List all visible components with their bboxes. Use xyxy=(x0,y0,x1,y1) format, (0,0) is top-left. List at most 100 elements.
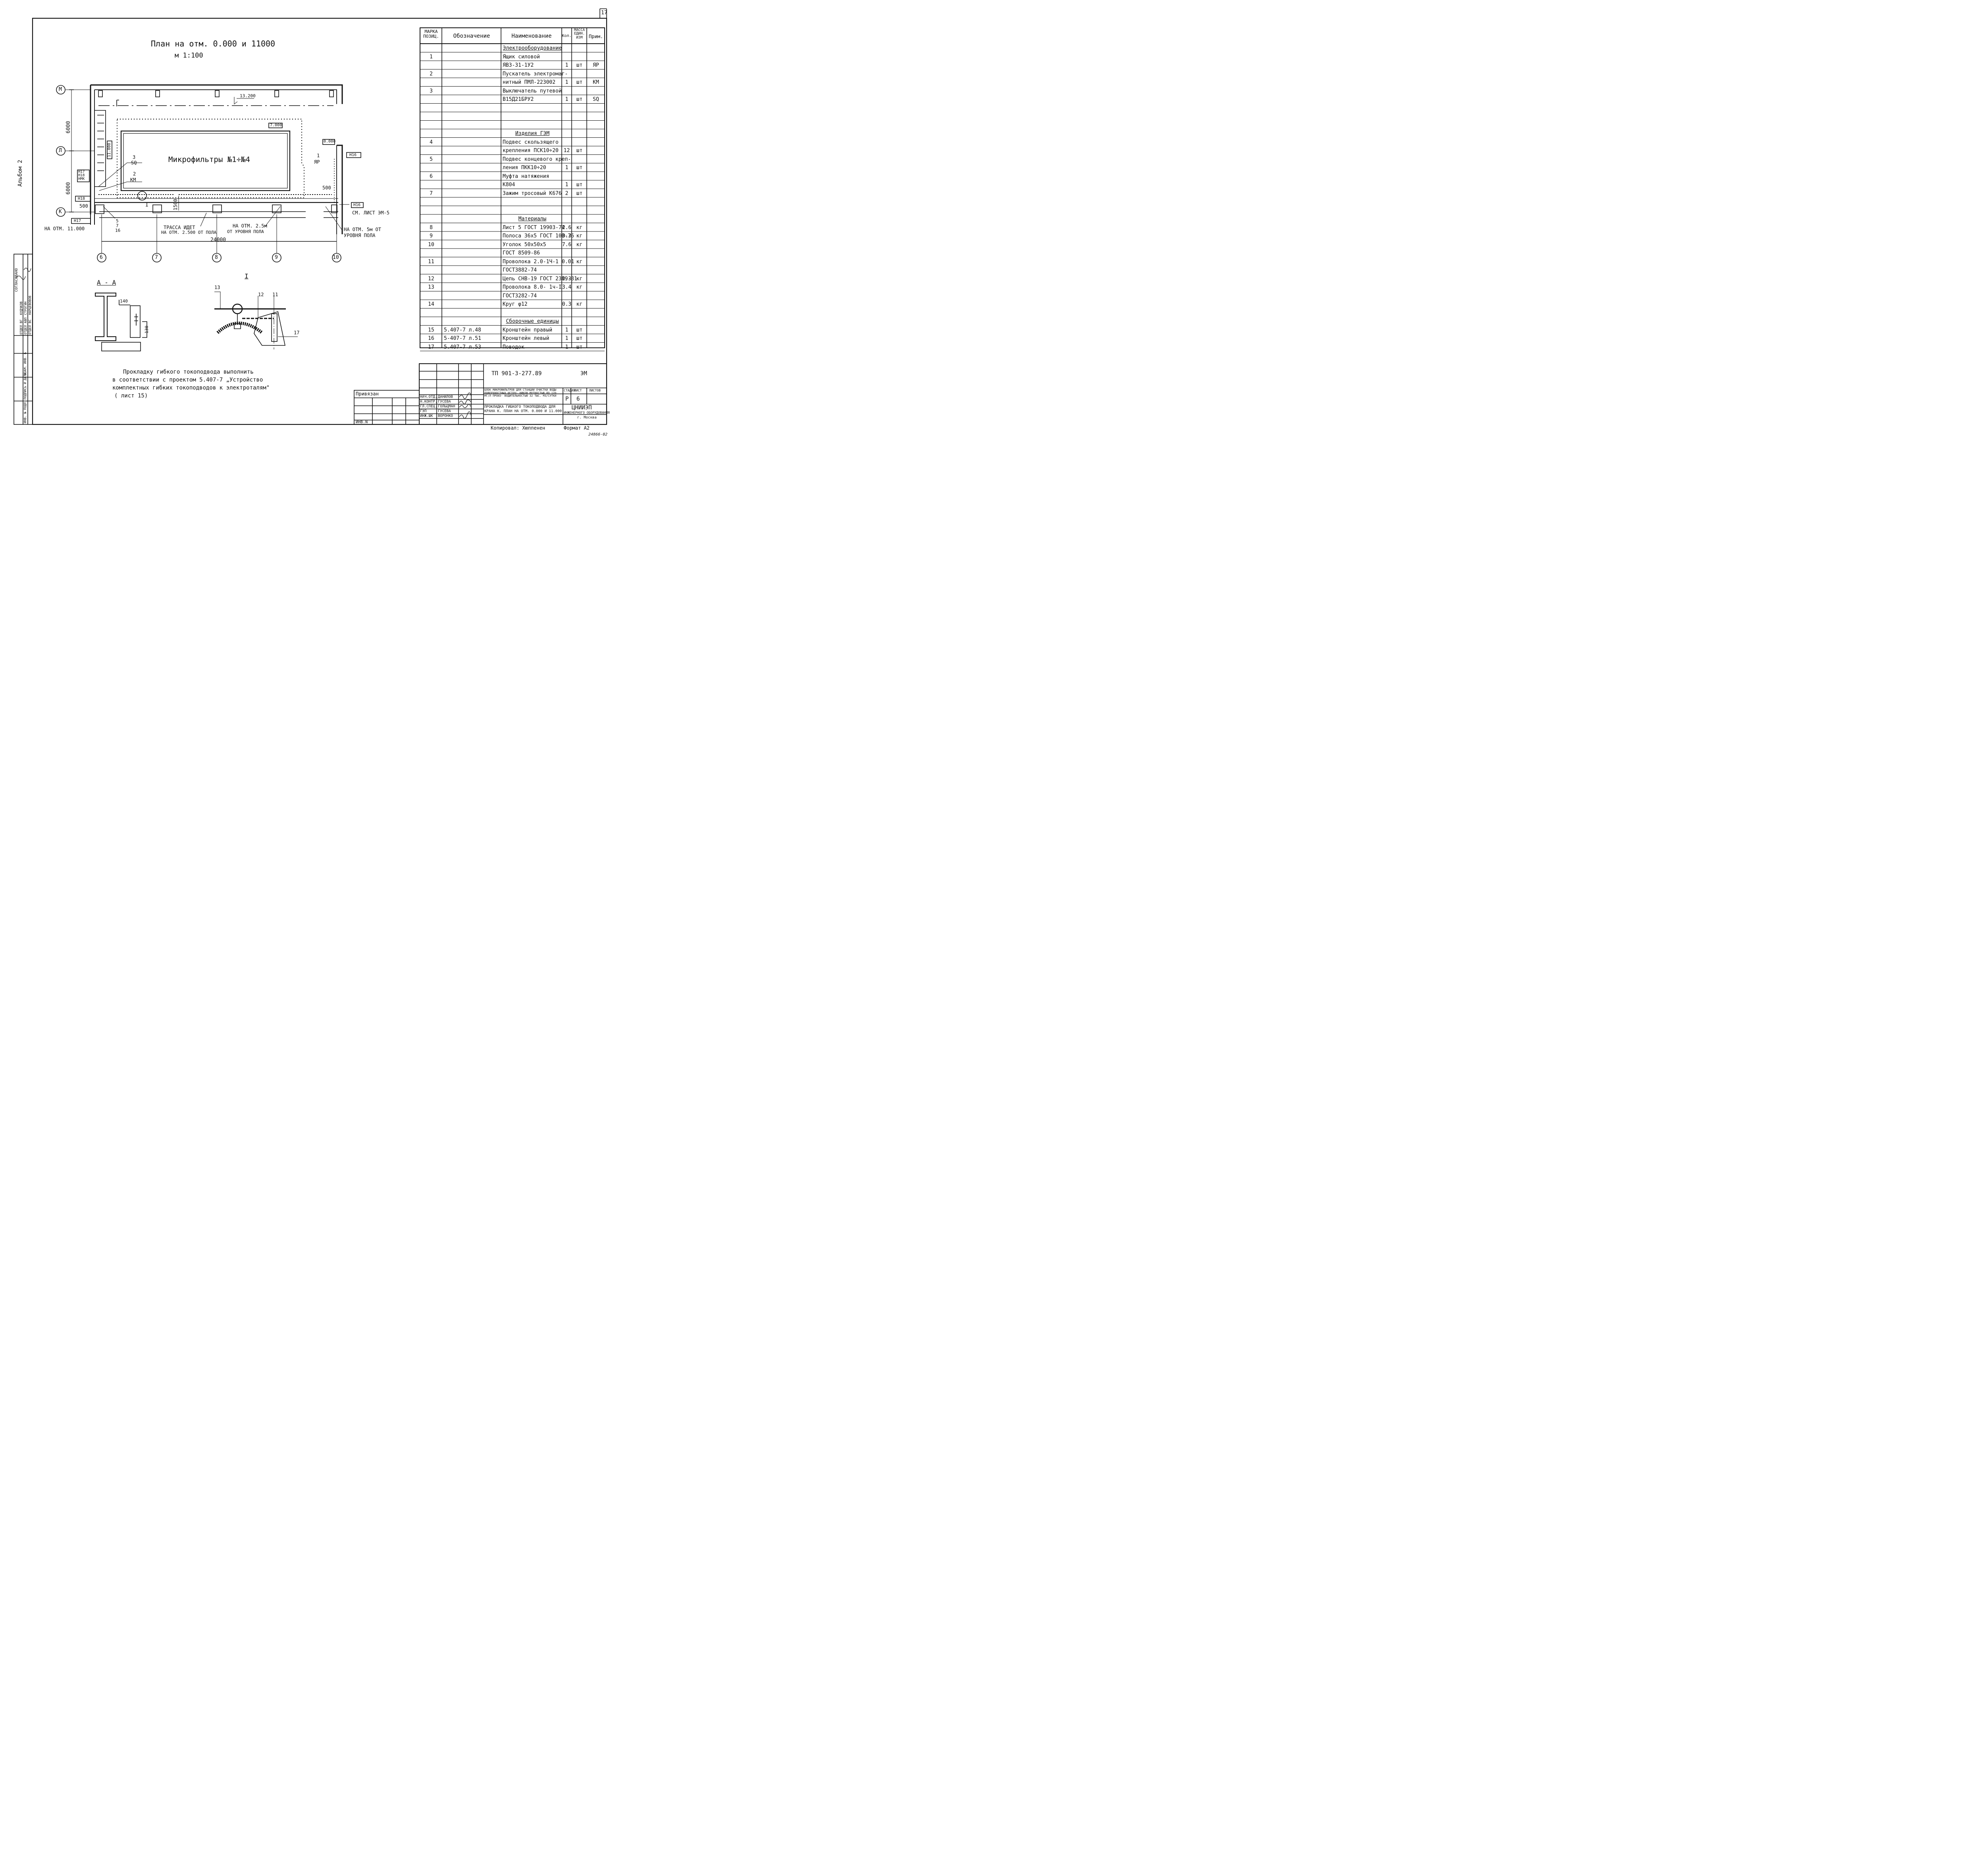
note-5-1: НА ОТМ. 5м ОТ xyxy=(344,227,381,232)
spec-cell-pos: 10 xyxy=(428,241,434,248)
stamp-mark: ЭМ xyxy=(580,370,587,377)
stamp-org-2: ИНЖЕНЕРНОГО ОБОРУДОВАНИЯ xyxy=(564,411,610,415)
spec-cell-qty: 0.01 xyxy=(562,258,574,265)
spec-cell-name: Сборочные единицы xyxy=(506,318,559,324)
spec-cell-qty: 1 xyxy=(565,182,569,188)
axis-l: Л xyxy=(59,148,62,154)
header-mass: МАССА ЕДИН. ИЗМ xyxy=(574,28,585,40)
spec-cell-pos: 7 xyxy=(430,190,433,197)
header-name: Наименование xyxy=(511,33,552,39)
spec-cell-name: Круг φ12 xyxy=(503,301,528,307)
spec-cell-qty: 1 xyxy=(565,79,569,85)
spec-cell-qty: 3.4 xyxy=(562,284,572,290)
callout-7: 7 xyxy=(116,223,119,228)
level-0000: 0.000 xyxy=(324,139,336,144)
spec-cell-qty: 12 xyxy=(563,148,570,154)
spec-cell-unit: кг xyxy=(576,276,583,282)
dim-6000-top: 6000 xyxy=(66,121,71,133)
spec-cell-name: крепления ПСК10÷20 xyxy=(503,148,559,154)
spec-cell-unit: шт xyxy=(576,182,583,188)
spec-cell-pos: 13 xyxy=(428,284,434,290)
drawing-sheet xyxy=(13,8,607,425)
spec-cell-qty: 1 xyxy=(565,96,569,102)
stamp-role-name: ДАНИЛОВ xyxy=(438,395,453,399)
approval-block: СОГЛАСОВАНО ОТДЕЛ ВГ КУДЧКОВ ОТДЕЛ АВП С… xyxy=(14,240,33,335)
stamp-sheet-title: ПРОКЛАДКА ГИБКОГО ТОКОПОДВОДА ДЛЯ КРАНА … xyxy=(484,405,562,413)
specification-table: МАРКА ПОЗИЦ. Обозначение Наименование Ко… xyxy=(420,28,605,350)
spec-cell-name: Электрооборудование xyxy=(503,45,562,51)
dim-500-right: 500 xyxy=(322,185,331,191)
stamp-org-1: ЦНИИЭП xyxy=(572,405,592,411)
spec-cell-unit: шт xyxy=(576,148,583,154)
detail-label-17: 17 xyxy=(294,330,300,335)
spec-cell-qty: 1 xyxy=(565,327,569,333)
spec-cell-name: Проволока 2.0-1Ч-1 xyxy=(503,258,559,265)
stamp-block-title: БЛОК МИКРОФИЛЬТРОВ ДЛЯ СТАНЦИИ ОЧИСТКИ В… xyxy=(484,388,557,398)
axis-7: 7 xyxy=(155,255,158,260)
spec-cell-name: Зажим тросовый К676 xyxy=(503,190,562,197)
spec-cell-name: Цепь СНВ-19 ГОСТ 2319-81 xyxy=(503,276,577,282)
spec-cell-note: ЯР xyxy=(593,62,599,68)
callout-h18: Н18 xyxy=(78,174,85,177)
stamp-inv: ИНВ.N xyxy=(356,420,368,424)
callout-h16a: Н16 xyxy=(349,153,357,157)
spec-cell-name: Кронштейн правый xyxy=(503,327,553,333)
spec-cell-pos: 14 xyxy=(428,301,434,307)
note-5-2: УРОВНЯ ПОЛА xyxy=(344,233,376,238)
spec-cell-name: Изделия ГЭМ xyxy=(515,131,550,137)
spec-cell-name: Подвес концевого креп- xyxy=(503,156,571,162)
detail-label-11: 11 xyxy=(272,292,278,297)
spec-cell-name: В15Д21БРУ2 xyxy=(503,96,534,102)
axis-k: К xyxy=(59,209,62,215)
spec-cell-qty: 2 xyxy=(565,190,569,197)
spec-cell-name: Ящик силовой xyxy=(503,54,540,60)
callout-16: 16 xyxy=(115,228,121,233)
axis-10: 10 xyxy=(333,255,339,260)
callout-1-code: ЯР xyxy=(314,159,320,165)
stamp-format: Формат А2 xyxy=(564,425,590,431)
spec-cell-unit: шт xyxy=(576,327,583,333)
spec-cell-unit: шт xyxy=(576,62,583,68)
callout-1-num: 1 xyxy=(317,153,320,158)
plan-scale: м 1:100 xyxy=(175,52,203,60)
note-line-2: в соответствии с проектом 5.407-7 „Устро… xyxy=(112,377,263,383)
level-7000: 7.000 xyxy=(270,123,282,127)
stamp-list-header: ЛИСТ xyxy=(574,389,582,392)
note-25-2: ОТ УРОВНЯ ПОЛА xyxy=(227,229,264,234)
spec-cell-pos: 3 xyxy=(430,88,433,94)
spec-cell-name: ления ПКК10÷20 xyxy=(503,165,546,171)
note-at-11000: НА ОТМ. 11.000 xyxy=(44,226,85,231)
callout-5: 5 xyxy=(116,218,119,224)
spec-cell-qty: 2.6 xyxy=(562,224,572,231)
approval-name-2: СТРОГИН xyxy=(24,301,27,315)
stamp-org-3: г. Москва xyxy=(577,416,597,420)
spec-cell-name: ГОСТ 8509-86 xyxy=(503,250,540,256)
spec-cell-qty: 0.3 xyxy=(562,276,572,282)
spec-cell-name: Материалы xyxy=(518,216,547,222)
spec-cell-name: Кронштейн левый xyxy=(503,335,549,341)
stamp-code: ТП 901-3-277.89 xyxy=(491,370,542,377)
spec-cell-qty: 1 xyxy=(565,165,569,171)
stamp-role: ИНЖ.ШК xyxy=(420,414,433,418)
spec-cell-name: Пускатель электромаг- xyxy=(503,71,568,77)
note-line-3: комплектных гибких токоподводов к электр… xyxy=(112,385,270,391)
spec-cell-pos: 16 xyxy=(428,335,434,341)
album-label: Альбом 2 xyxy=(17,160,23,187)
spec-cell-note: КМ xyxy=(593,79,599,85)
axis-6: 6 xyxy=(100,255,103,260)
stamp-role-name: ВОРОНКО xyxy=(438,414,453,418)
spec-cell-qty: 1 xyxy=(565,344,569,350)
dim-140: 140 xyxy=(120,299,128,304)
axis-9: 9 xyxy=(275,255,278,260)
spec-cell-name: ЯВЗ-31-1У2 xyxy=(503,62,534,68)
sheet-number: 17 xyxy=(601,10,607,16)
spec-cell-name: Лист 5 ГОСТ 19903-74 xyxy=(503,224,565,231)
spec-cell-qty: 7.6 xyxy=(562,241,572,248)
spec-cell-name: К804 xyxy=(503,182,515,188)
spec-cell-name: Полоса 36х5 ГОСТ 103-76 xyxy=(503,233,574,239)
approval-name-3: НАРЦЕВОВОВ xyxy=(28,295,32,315)
spec-cell-pos: 1 xyxy=(430,54,433,60)
detail-i-title: I xyxy=(245,272,249,280)
stamp-role: ГЛ.СПЕЦ. xyxy=(420,405,437,409)
callout-h17: Н17 xyxy=(78,170,85,174)
